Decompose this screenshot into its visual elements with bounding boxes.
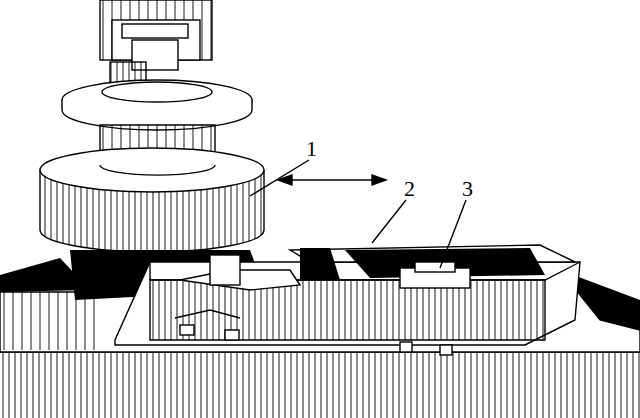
- callout-number: 2: [404, 178, 415, 200]
- callout-number: 1: [306, 138, 317, 160]
- callout-number: 3: [462, 178, 473, 200]
